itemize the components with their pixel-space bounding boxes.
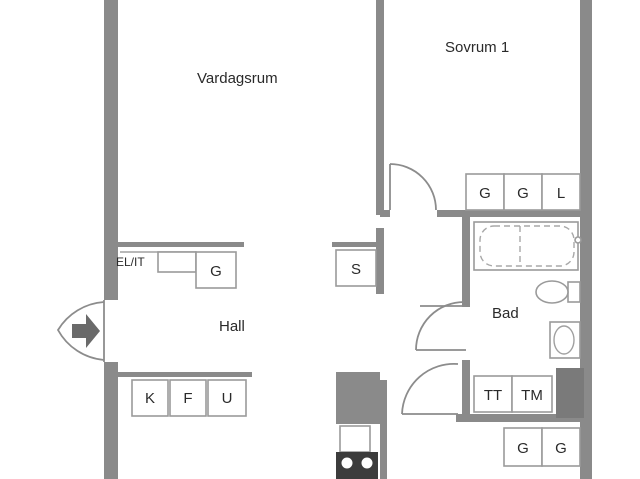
room-label-bath: Bad [492,305,519,322]
room-label-hall: Hall [219,318,245,335]
hall-wardrobe-label: G [210,263,222,280]
bedroom-wardrobe-2-label: G [517,185,529,202]
kitchen-door-swing [401,362,459,415]
bottom-wardrobes: G G [503,427,581,467]
bedroom-wardrobe-2 [503,173,543,211]
bedroom-wardrobes: G G L [465,173,581,211]
bedroom-wardrobe-1 [465,173,505,211]
cabinet-f [169,379,207,417]
wall-bedroom-bottom-left [380,210,390,217]
room-label-bedroom: Sovrum 1 [445,39,509,56]
bedroom-door-swing [389,163,437,211]
storage-box [335,249,377,287]
toilet-bowl [535,280,569,304]
cabinet-u-label: U [222,390,233,407]
dryer-tm [511,375,553,413]
bedroom-linen [541,173,581,211]
dryer-tm-label: TM [521,387,543,404]
bedroom-wardrobe-1-label: G [479,185,491,202]
bathtub-inner [479,225,575,267]
toilet-tank [567,281,581,303]
burner-1 [340,456,354,470]
doors [56,163,466,415]
bottom-wardrobe-2-label: G [555,440,567,457]
hall-cabinets-top: EL/IT G [116,251,237,289]
el-it-box [157,251,197,273]
bath-tap [574,236,582,244]
cabinet-k-label: K [145,390,155,407]
wall-living-bottom-left [118,242,244,247]
bathtub [473,221,579,271]
wall-bath-left-upper [462,217,470,307]
shaft [556,368,584,418]
bath-door-swing [415,301,465,351]
room-label-living: Vardagsrum [197,70,278,87]
wall-hall-cab-top [118,372,252,377]
walls [104,0,592,479]
bottom-wardrobe-1 [503,427,543,467]
burner-2 [360,456,374,470]
kitchen-sink [339,425,371,453]
entrance-arrow-icon [72,314,100,348]
hall-wardrobe [195,251,237,289]
cabinet-u [207,379,247,417]
cabinet-f-label: F [183,390,192,407]
bottom-wardrobe-1-label: G [517,440,529,457]
wall-kitchen [380,380,387,479]
wall-living-bottom-right [332,242,380,247]
bath-fixtures: TT TM [473,221,582,413]
cabinet-k [131,379,169,417]
storage-label: S [351,261,361,278]
hall-cabinets-bottom: K F U [118,372,252,417]
wall-bath-left-lower [462,360,470,422]
wall-kitchen-bottom [456,414,466,422]
wall-left-upper [104,0,118,300]
wall-bedroom-bottom [437,210,585,217]
el-it-label: EL/IT [116,255,145,269]
sink [549,321,581,359]
entrance-door-swing [56,301,105,361]
sink-basin [553,325,575,355]
kitchen-counter [336,372,380,424]
bottom-wardrobe-2 [541,427,581,467]
wall-left-lower [104,362,118,479]
washer-tt-label: TT [484,387,502,404]
storage: S [335,249,377,287]
wall-storage-right [376,228,384,294]
kitchen [336,372,380,479]
wall-right [580,0,592,479]
wall-bath-bottom [462,414,580,422]
wall-living-bedroom [376,0,384,215]
bedroom-linen-label: L [557,185,565,202]
living-bottom-edge [118,242,380,247]
